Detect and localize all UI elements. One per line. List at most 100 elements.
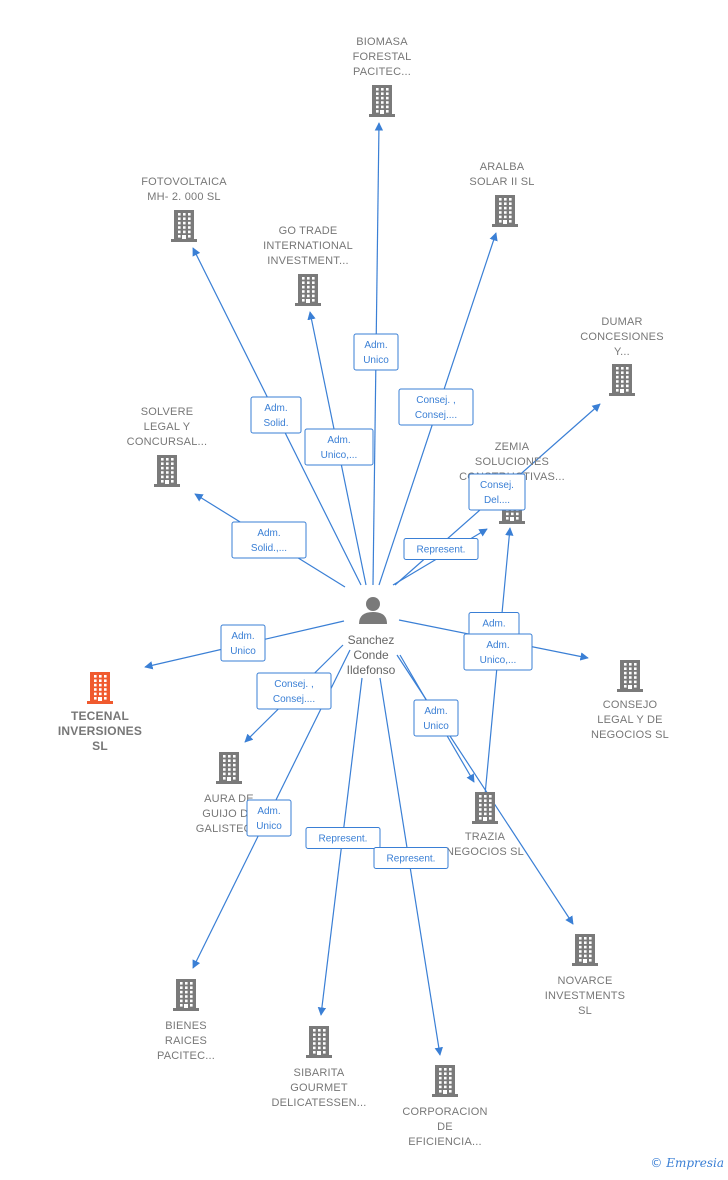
company-name-line: GUIJO DE [202, 808, 256, 820]
edges-layer [144, 122, 601, 1056]
company-name-line: ARALBA [480, 161, 525, 173]
company-node-solvere[interactable]: SOLVERE LEGAL Y CONCURSAL... [127, 406, 208, 487]
building-icon [609, 364, 635, 396]
company-name-line: BIENES [165, 1020, 207, 1032]
company-name-line: NEGOCIOS SL [591, 729, 669, 741]
person-name-line-2: Conde [353, 648, 389, 662]
role-label-text: Del.... [484, 495, 510, 506]
role-label-text: Represent. [417, 545, 466, 556]
role-label[interactable]: Adm.Unico,... [304, 428, 374, 466]
building-icon [154, 455, 180, 487]
role-label[interactable]: Consej. , Consej.... [398, 388, 474, 426]
person-name-line-1: Sanchez [348, 633, 395, 647]
company-name-line: LEGAL Y [144, 421, 191, 433]
person-name-line-3: Ildefonso [347, 663, 396, 677]
company-name-line: SOLAR II SL [469, 176, 534, 188]
company-node-gotrade[interactable]: GO TRADEINTERNATIONALINVESTMENT... [263, 225, 353, 306]
role-label-text: Consej.... [415, 410, 457, 421]
role-label-text: Unico [230, 646, 256, 657]
role-label[interactable]: Adm. Unico [246, 799, 292, 837]
role-label-text: Adm. [482, 619, 505, 630]
role-label-text: Adm. [257, 806, 280, 817]
company-name-line: SOLUCIONES [475, 456, 549, 468]
person-node[interactable]: Sanchez Conde Ildefonso [347, 597, 396, 677]
role-label[interactable]: Represent. [305, 827, 381, 849]
company-node-aura[interactable]: AURA DE GUIJO DE GALISTEO... [196, 752, 262, 835]
company-name-line: FOTOVOLTAICA [141, 176, 227, 188]
company-node-aralba[interactable]: ARALBA SOLAR II SL [469, 161, 534, 227]
company-name-line: INVERSIONES [58, 724, 142, 738]
role-label-text: Consej. [480, 480, 514, 491]
role-label-text: Unico [423, 721, 449, 732]
building-icon [617, 660, 643, 692]
company-name-line: EFICIENCIA... [408, 1136, 482, 1148]
role-label[interactable]: Adm. Unico [413, 699, 459, 737]
company-name-line: PACITEC... [353, 66, 411, 78]
role-label[interactable]: Adm.Solid. [250, 396, 302, 434]
company-node-trazia[interactable]: TRAZIA NEGOCIOS SL [446, 792, 524, 858]
company-name-line: CONSEJO [603, 699, 658, 711]
company-node-biomasa[interactable]: BIOMASA FORESTAL PACITEC... [353, 36, 412, 117]
company-name-line: BIOMASA [356, 36, 408, 48]
role-label-text: Adm. [424, 706, 447, 717]
role-label[interactable]: Adm.Unico [353, 333, 399, 371]
company-name-line: ZEMIA [495, 441, 530, 453]
role-label-text: Adm. [257, 528, 280, 539]
company-node-fotovoltaica[interactable]: FOTOVOLTAICA MH- 2. 000 SL [141, 176, 227, 242]
company-name-line: FORESTAL [353, 51, 412, 63]
company-node-dumar[interactable]: DUMARCONCESIONESY... [580, 316, 664, 396]
company-name-line: NOVARCE [558, 975, 613, 987]
role-label-text: Unico,... [480, 655, 517, 666]
company-name-line: GO TRADE [279, 225, 338, 237]
company-name-line: GALISTEO... [196, 823, 262, 835]
company-name-line: INTERNATIONAL [263, 240, 353, 252]
building-icon [432, 1065, 458, 1097]
role-label-text: Adm. [486, 640, 509, 651]
company-name-line: TRAZIA [465, 831, 506, 843]
company-node-sibarita[interactable]: SIBARITAGOURMETDELICATESSEN... [271, 1026, 366, 1109]
role-label-text: Adm. [364, 340, 387, 351]
role-label[interactable]: Consej. , Consej.... [256, 672, 332, 710]
edge-novarce [396, 654, 574, 925]
role-label-text: Consej. , [274, 679, 313, 690]
role-label[interactable]: Represent. [403, 538, 479, 560]
edge-labels-layer: Adm.UnicoAdm.Solid.Adm.Unico,...Consej. … [220, 333, 533, 869]
company-name-line: AURA DE [204, 793, 254, 805]
role-label-text: Consej. , [416, 395, 455, 406]
role-label-text: Unico,... [321, 450, 358, 461]
building-icon [295, 274, 321, 306]
role-label-text: Represent. [387, 854, 436, 865]
building-icon [306, 1026, 332, 1058]
company-name-line: CONCURSAL... [127, 436, 208, 448]
nodes-layer: BIOMASA FORESTAL PACITEC... FOTOVOLTAICA MH-… [58, 36, 669, 1148]
company-name-line: SL [92, 739, 108, 753]
company-name-line: INVESTMENTS [545, 990, 625, 1002]
company-node-bienes[interactable]: BIENESRAICESPACITEC... [157, 979, 215, 1062]
role-label-text: Represent. [319, 834, 368, 845]
company-name-line: NEGOCIOS SL [446, 846, 524, 858]
company-node-corporacion[interactable]: CORPORACIONDEEFICIENCIA... [402, 1065, 487, 1148]
role-label-text: Consej.... [273, 694, 315, 705]
company-name-line: MH- 2. 000 SL [147, 191, 221, 203]
role-label-text: Unico [256, 821, 282, 832]
company-name-line: CONCESIONES [580, 331, 664, 343]
role-label[interactable]: Adm. Unico,... [463, 633, 533, 671]
building-icon [216, 752, 242, 784]
company-name-line: PACITEC... [157, 1050, 215, 1062]
role-label[interactable]: Consej. Del.... [468, 473, 526, 511]
copyright-symbol: © [650, 1156, 663, 1170]
company-name-line: DE [437, 1121, 453, 1133]
brand-footer: © Empresia [650, 1156, 724, 1170]
building-icon [87, 672, 113, 704]
role-label[interactable]: Adm.Unico [220, 624, 266, 662]
person-icon [359, 597, 387, 624]
role-label[interactable]: Represent. [373, 847, 449, 869]
company-name-line: SOLVERE [141, 406, 194, 418]
company-name-line: TECENAL [71, 709, 129, 723]
role-label-text: Solid. [263, 418, 288, 429]
role-label[interactable]: Adm.Solid.,... [231, 521, 307, 559]
